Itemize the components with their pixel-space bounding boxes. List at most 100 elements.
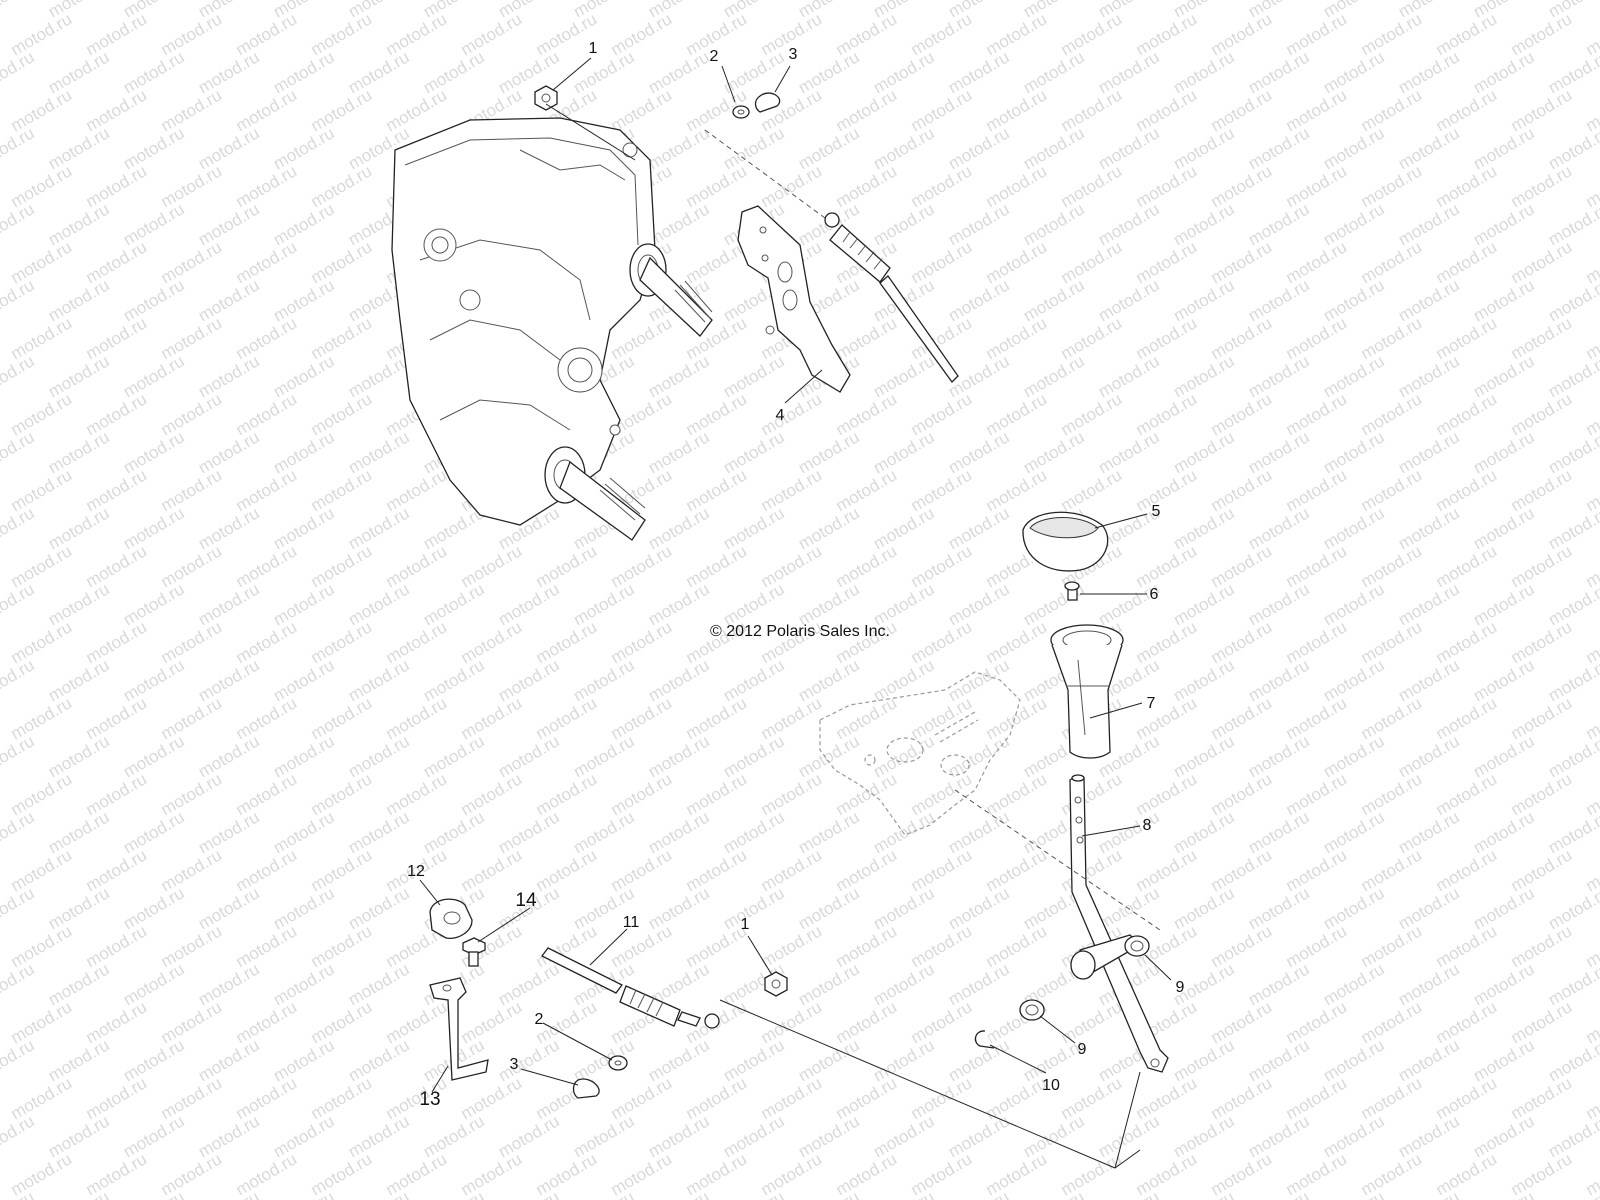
watermark-text: motod.ru [1395,427,1463,477]
watermark-text: motod.ru [1020,275,1088,325]
watermark-text: motod.ru [645,731,713,781]
leader-lines [419,57,1172,1093]
watermark-text: motod.ru [308,693,376,743]
watermark-text: motod.ru [1395,275,1463,325]
watermark-text: motod.ru [983,921,1051,971]
watermark-text: motod.ru [908,237,976,287]
watermark-text: motod.ru [308,921,376,971]
watermark-text: motod.ru [0,959,38,1009]
watermark-text: motod.ru [645,351,713,401]
watermark-text: motod.ru [8,541,76,591]
watermark-text: motod.ru [1095,199,1163,249]
watermark-text: motod.ru [1508,845,1576,895]
watermark-text: motod.ru [0,351,38,401]
watermark-text: motod.ru [308,237,376,287]
watermark-text: motod.ru [983,617,1051,667]
watermark-text: motod.ru [1470,123,1538,173]
callout-12: 12 [407,863,425,880]
callout-13: 13 [419,1089,440,1110]
leader-nut-to-housing [545,103,636,161]
callout-14: 14 [515,890,537,911]
watermark-text: motod.ru [795,427,863,477]
watermark-text: motod.ru [1395,731,1463,781]
watermark-text: motod.ru [1170,199,1238,249]
watermark-text: motod.ru [795,655,863,705]
watermark-text: motod.ru [1470,351,1538,401]
watermark-text: motod.ru [758,465,826,515]
watermark-text: motod.ru [1095,275,1163,325]
watermark-text: motod.ru [1358,1073,1426,1123]
watermark-text: motod.ru [345,655,413,705]
watermark-text: motod.ru [1283,541,1351,591]
watermark-text: motod.ru [870,883,938,933]
watermark-text: motod.ru [1245,883,1313,933]
watermark-text: motod.ru [908,389,976,439]
watermark-text: motod.ru [45,199,113,249]
watermark-text: motod.ru [795,1187,863,1200]
watermark-text: motod.ru [308,161,376,211]
watermark-text: motod.ru [608,845,676,895]
watermark-text: motod.ru [1170,579,1238,629]
watermark-text: motod.ru [1170,47,1238,97]
watermark-text: motod.ru [233,541,301,591]
watermark-text: motod.ru [45,503,113,553]
watermark-text: motod.ru [1470,1187,1538,1200]
watermark-text: motod.ru [1358,237,1426,287]
watermark-text: motod.ru [120,731,188,781]
watermark-text: motod.ru [1208,769,1276,819]
watermark-text: motod.ru [1245,807,1313,857]
watermark-text: motod.ru [0,1035,38,1085]
bolt [462,937,486,967]
watermark-text: motod.ru [495,1111,563,1161]
watermark-text: motod.ru [1545,959,1600,1009]
watermark-text: motod.ru [83,845,151,895]
watermark-text: motod.ru [720,807,788,857]
callout-5: 5 [1152,503,1161,520]
watermark-text: motod.ru [945,579,1013,629]
watermark-text: motod.ru [833,997,901,1047]
watermark-text: motod.ru [195,503,263,553]
watermark-text: motod.ru [720,427,788,477]
watermark-text: motod.ru [1133,541,1201,591]
watermark-text: motod.ru [870,1187,938,1200]
watermark-text: motod.ru [945,47,1013,97]
watermark-text: motod.ru [1208,693,1276,743]
watermark-text: motod.ru [1320,807,1388,857]
watermark-text: motod.ru [1020,351,1088,401]
watermark-text: motod.ru [345,731,413,781]
watermark-text: motod.ru [1358,921,1426,971]
watermark-text: motod.ru [1395,579,1463,629]
callout-8: 8 [1143,817,1152,834]
watermark-text: motod.ru [1470,655,1538,705]
watermark-text: motod.ru [1245,275,1313,325]
watermark-text: motod.ru [1320,655,1388,705]
watermark-text: motod.ru [795,731,863,781]
watermark-text: motod.ru [1170,275,1238,325]
watermark-text: motod.ru [195,123,263,173]
watermark-text: motod.ru [420,1187,488,1200]
watermark-text: motod.ru [1283,845,1351,895]
watermark-text: motod.ru [833,389,901,439]
watermark-text: motod.ru [983,769,1051,819]
watermark-text: motod.ru [1433,1149,1501,1199]
watermark-text: motod.ru [1433,1073,1501,1123]
watermark-text: motod.ru [1545,807,1600,857]
watermark-text: motod.ru [158,85,226,135]
watermark-text: motod.ru [645,655,713,705]
watermark-text: motod.ru [683,389,751,439]
watermark-text: motod.ru [1508,769,1576,819]
watermark-text: motod.ru [1058,237,1126,287]
watermark-text: motod.ru [1320,275,1388,325]
watermark-text: motod.ru [645,579,713,629]
watermark-text: motod.ru [1545,655,1600,705]
watermark-text: motod.ru [458,541,526,591]
callout-1-lower: 1 [741,916,750,933]
watermark-text: motod.ru [0,807,38,857]
watermark-text: motod.ru [120,503,188,553]
watermark-text: motod.ru [420,655,488,705]
watermark-text: motod.ru [608,1073,676,1123]
watermark-text: motod.ru [233,845,301,895]
watermark-text: motod.ru [1358,693,1426,743]
watermark-text: motod.ru [720,655,788,705]
